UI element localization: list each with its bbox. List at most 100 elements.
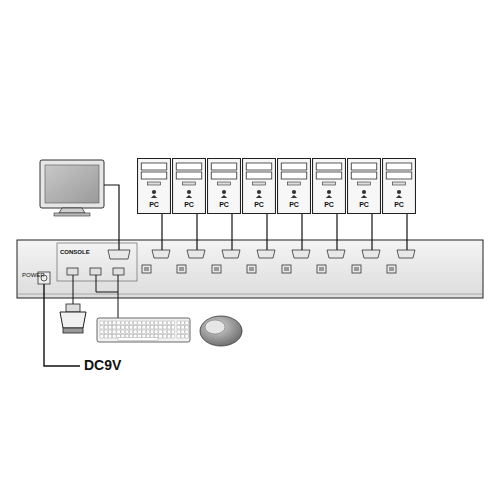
usb-b-core [214, 267, 219, 271]
usb-adapter [60, 304, 86, 333]
key [163, 330, 166, 334]
power-label: POWER [22, 272, 485, 278]
key [150, 330, 153, 334]
pc-tower: PC [277, 158, 311, 214]
monitor-cable [104, 185, 119, 250]
key [113, 335, 116, 339]
key [163, 335, 166, 339]
key [100, 330, 103, 334]
pc-cable [266, 214, 267, 240]
key [167, 326, 170, 330]
key [129, 326, 132, 330]
usb-b-core [144, 267, 149, 271]
key [142, 326, 145, 330]
usb-b-core [354, 267, 359, 271]
usb-b-port [177, 265, 186, 273]
keyboard-icon [97, 318, 190, 342]
monitor-icon [40, 160, 104, 216]
key [171, 335, 174, 339]
key [159, 335, 162, 339]
console-usb-ports [67, 268, 124, 275]
key [146, 326, 149, 330]
key [146, 321, 149, 325]
usb-b-port [352, 265, 361, 273]
vga-port [152, 250, 170, 258]
key [171, 330, 174, 334]
usb-b-core [389, 267, 394, 271]
usb-b-port [387, 265, 396, 273]
key [138, 330, 141, 334]
key [142, 321, 145, 325]
key [129, 321, 132, 325]
key [138, 326, 141, 330]
key [181, 335, 184, 339]
key [155, 330, 158, 334]
key [104, 326, 107, 330]
power-spec-label: DC9V [82, 357, 123, 373]
console-label: CONSOLE [60, 249, 90, 255]
key [155, 326, 158, 330]
pc-tower: PC [137, 158, 171, 214]
port-stub [196, 240, 197, 250]
port-stub [406, 240, 407, 250]
kvm-switch-panel: CONSOLE POWER [17, 240, 485, 298]
key [181, 330, 184, 334]
key [129, 330, 132, 334]
key [159, 321, 162, 325]
key [167, 335, 170, 339]
key [104, 321, 107, 325]
key [146, 330, 149, 334]
pc-label: PC [277, 201, 311, 208]
pc-cable [336, 214, 337, 240]
key [121, 326, 124, 330]
keyboard-cable [96, 275, 118, 318]
key [104, 330, 107, 334]
pc-tower: PC [312, 158, 346, 214]
key [159, 330, 162, 334]
key [134, 330, 137, 334]
mouse-cable [118, 275, 119, 292]
pc-label: PC [207, 201, 241, 208]
key [104, 335, 107, 339]
usb-b-core [319, 267, 324, 271]
key [108, 335, 111, 339]
key [167, 321, 170, 325]
pc-label: PC [172, 201, 206, 208]
key [155, 321, 158, 325]
usb-b-port [247, 265, 256, 273]
key [138, 321, 141, 325]
key [185, 321, 188, 325]
space-key [118, 338, 158, 341]
key [121, 321, 124, 325]
key [121, 330, 124, 334]
key [177, 326, 180, 330]
key [181, 326, 184, 330]
key [117, 321, 120, 325]
pc-label: PC [312, 201, 346, 208]
key [100, 335, 103, 339]
key [177, 321, 180, 325]
vga-port [362, 250, 380, 258]
port-stub [266, 240, 267, 250]
pc-cable [406, 214, 407, 240]
port-stub [161, 240, 162, 250]
pc-tower: PC [207, 158, 241, 214]
pc-cable [301, 214, 302, 240]
key [185, 330, 188, 334]
console-area [57, 243, 137, 281]
key [171, 321, 174, 325]
adapter-cable [73, 275, 74, 304]
usb-b-core [284, 267, 289, 271]
pc-label: PC [137, 201, 171, 208]
pc-cable [161, 214, 162, 240]
key [185, 335, 188, 339]
key [117, 330, 120, 334]
key [108, 330, 111, 334]
key [117, 326, 120, 330]
usb-b-port [282, 265, 291, 273]
key [167, 330, 170, 334]
vga-port [187, 250, 205, 258]
key [113, 321, 116, 325]
pc-cable [196, 214, 197, 240]
